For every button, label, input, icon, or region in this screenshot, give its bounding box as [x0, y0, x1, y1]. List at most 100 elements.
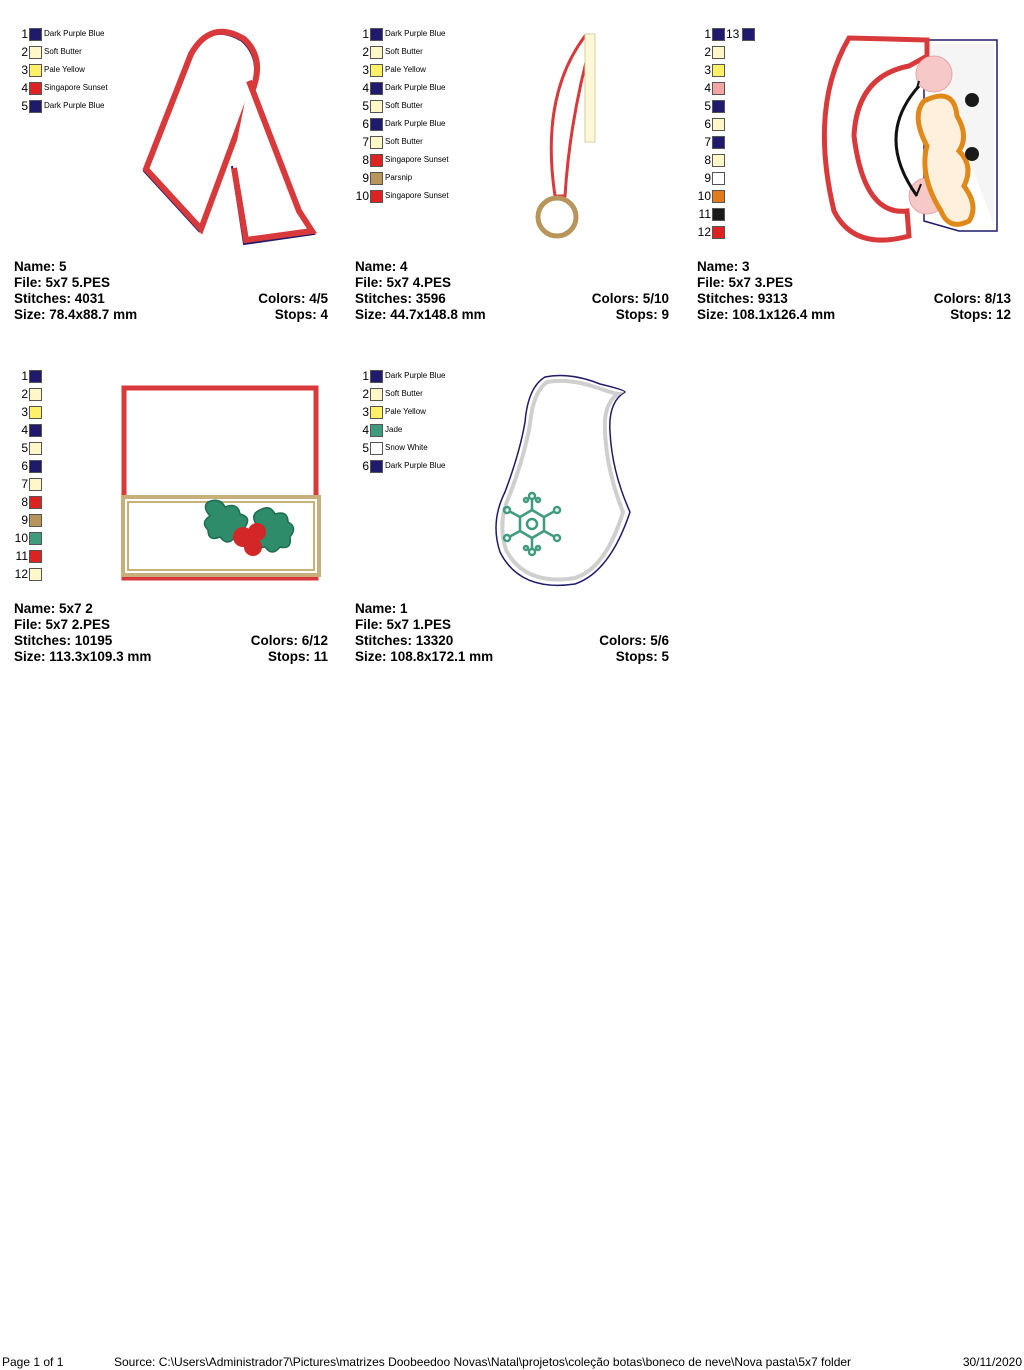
- design-file: File: 5x7 1.PES: [355, 617, 452, 632]
- color-swatch: [29, 460, 42, 473]
- color-swatch: [370, 136, 383, 149]
- color-number: 3: [362, 405, 369, 419]
- color-swatch: [29, 82, 42, 95]
- color-swatch: [370, 172, 383, 185]
- color-number: 1: [21, 27, 28, 41]
- design-stops: Stops: 4: [274, 307, 328, 322]
- design-colors: Colors: 4/5: [258, 291, 328, 306]
- color-swatch: [370, 28, 383, 41]
- color-swatch: [370, 442, 383, 455]
- color-number: 10: [355, 189, 369, 203]
- color-swatch: [712, 154, 725, 167]
- footer-page: Page 1 of 1: [2, 1355, 64, 1369]
- extra-color-number: 13: [726, 27, 740, 41]
- color-name: Soft Butter: [385, 137, 423, 146]
- color-swatch: [29, 100, 42, 113]
- color-number: 1: [362, 369, 369, 383]
- color-name: Soft Butter: [385, 389, 423, 398]
- extra-color-swatch: [742, 28, 755, 41]
- color-name: Dark Purple Blue: [385, 461, 446, 470]
- color-swatch: [29, 514, 42, 527]
- hanger-loop-preview: [535, 33, 596, 239]
- color-number: 7: [704, 135, 711, 149]
- color-name: Dark Purple Blue: [385, 83, 446, 92]
- color-swatch: [29, 442, 42, 455]
- color-number: 6: [362, 117, 369, 131]
- color-swatch: [370, 46, 383, 59]
- color-number: 6: [21, 459, 28, 473]
- color-number: 2: [704, 45, 711, 59]
- design-file: File: 5x7 2.PES: [14, 617, 111, 632]
- design-file: File: 5x7 3.PES: [697, 275, 794, 290]
- color-swatch: [712, 82, 725, 95]
- color-number: 7: [21, 477, 28, 491]
- color-number: 8: [704, 153, 711, 167]
- design-file: File: 5x7 4.PES: [355, 275, 452, 290]
- color-number: 5: [704, 99, 711, 113]
- color-name: Soft Butter: [44, 47, 82, 56]
- color-swatch: [370, 460, 383, 473]
- design-name: Name: 1: [355, 601, 408, 616]
- color-swatch: [370, 406, 383, 419]
- color-swatch: [712, 100, 725, 113]
- design-name: Name: 3: [697, 259, 750, 274]
- color-name: Pale Yellow: [385, 65, 426, 74]
- color-swatch: [29, 370, 42, 383]
- footer-date: 30/11/2020: [962, 1355, 1022, 1369]
- color-swatch: [370, 154, 383, 167]
- color-number: 12: [697, 225, 711, 239]
- design-name: Name: 5x7 2: [14, 601, 93, 616]
- color-swatch: [370, 100, 383, 113]
- color-swatch: [712, 208, 725, 221]
- color-number: 3: [21, 405, 28, 419]
- color-name: Pale Yellow: [44, 65, 85, 74]
- color-name: Pale Yellow: [385, 407, 426, 416]
- color-number: 8: [362, 153, 369, 167]
- color-number: 6: [704, 117, 711, 131]
- design-stops: Stops: 11: [267, 649, 328, 664]
- design-file: File: 5x7 5.PES: [14, 275, 111, 290]
- color-number: 6: [362, 459, 369, 473]
- color-swatch: [370, 64, 383, 77]
- color-name: Soft Butter: [385, 101, 423, 110]
- color-swatch: [370, 82, 383, 95]
- color-name: Singapore Sunset: [44, 83, 108, 92]
- color-swatch: [370, 118, 383, 131]
- color-swatch: [370, 388, 383, 401]
- color-number: 7: [362, 135, 369, 149]
- color-swatch: [29, 64, 42, 77]
- color-swatch: [712, 64, 725, 77]
- color-number: 12: [14, 567, 28, 581]
- color-swatch: [370, 424, 383, 437]
- color-name: Singapore Sunset: [385, 155, 449, 164]
- boot-snowflake-preview: [495, 374, 631, 587]
- pocket-holly-preview: [121, 385, 321, 581]
- color-number: 4: [21, 423, 28, 437]
- color-swatch: [29, 532, 42, 545]
- color-swatch: [712, 28, 725, 41]
- scarf-applique-preview: [142, 28, 318, 246]
- color-swatch: [29, 28, 42, 41]
- color-name: Dark Purple Blue: [385, 119, 446, 128]
- color-swatch: [712, 190, 725, 203]
- design-colors: Colors: 5/6: [599, 633, 669, 648]
- color-number: 9: [362, 171, 369, 185]
- color-number: 1: [704, 27, 711, 41]
- color-name: Dark Purple Blue: [385, 371, 446, 380]
- color-swatch: [29, 46, 42, 59]
- color-swatch: [29, 424, 42, 437]
- color-number: 5: [21, 99, 28, 113]
- color-number: 3: [362, 63, 369, 77]
- color-name: Jade: [385, 425, 403, 434]
- design-stops: Stops: 9: [615, 307, 669, 322]
- color-name: Dark Purple Blue: [44, 101, 105, 110]
- color-name: Dark Purple Blue: [44, 29, 105, 38]
